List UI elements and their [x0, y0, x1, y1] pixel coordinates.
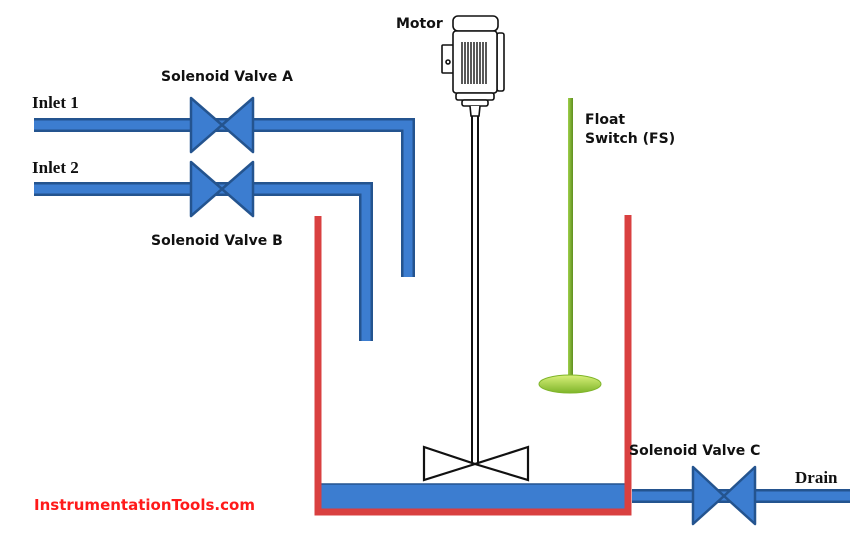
float-switch-label-line2: Switch (FS) [585, 131, 675, 147]
tank [314, 215, 632, 516]
liquid-level [321, 484, 625, 510]
inlet-1-pipe [34, 118, 415, 277]
valve-c-label: Solenoid Valve C [629, 443, 760, 459]
valve-b-label: Solenoid Valve B [151, 233, 283, 249]
solenoid-valve-a-icon[interactable] [189, 96, 255, 154]
float-switch-icon[interactable] [538, 98, 602, 394]
motor-label: Motor [396, 16, 443, 32]
motor-icon[interactable] [441, 15, 505, 117]
agitator-shaft [471, 116, 479, 464]
solenoid-valve-c-icon[interactable] [691, 465, 757, 526]
drain-label: Drain [795, 468, 838, 487]
float-switch-label-line1: Float [585, 112, 625, 128]
valve-a-label: Solenoid Valve A [161, 69, 293, 85]
inlet-1-label: Inlet 1 [32, 93, 79, 112]
inlet-2-pipe [34, 182, 373, 341]
solenoid-valve-b-icon[interactable] [189, 160, 255, 218]
inlet-2-label: Inlet 2 [32, 158, 79, 177]
agitator-impeller-icon [422, 445, 530, 482]
watermark: InstrumentationTools.com [34, 496, 255, 514]
